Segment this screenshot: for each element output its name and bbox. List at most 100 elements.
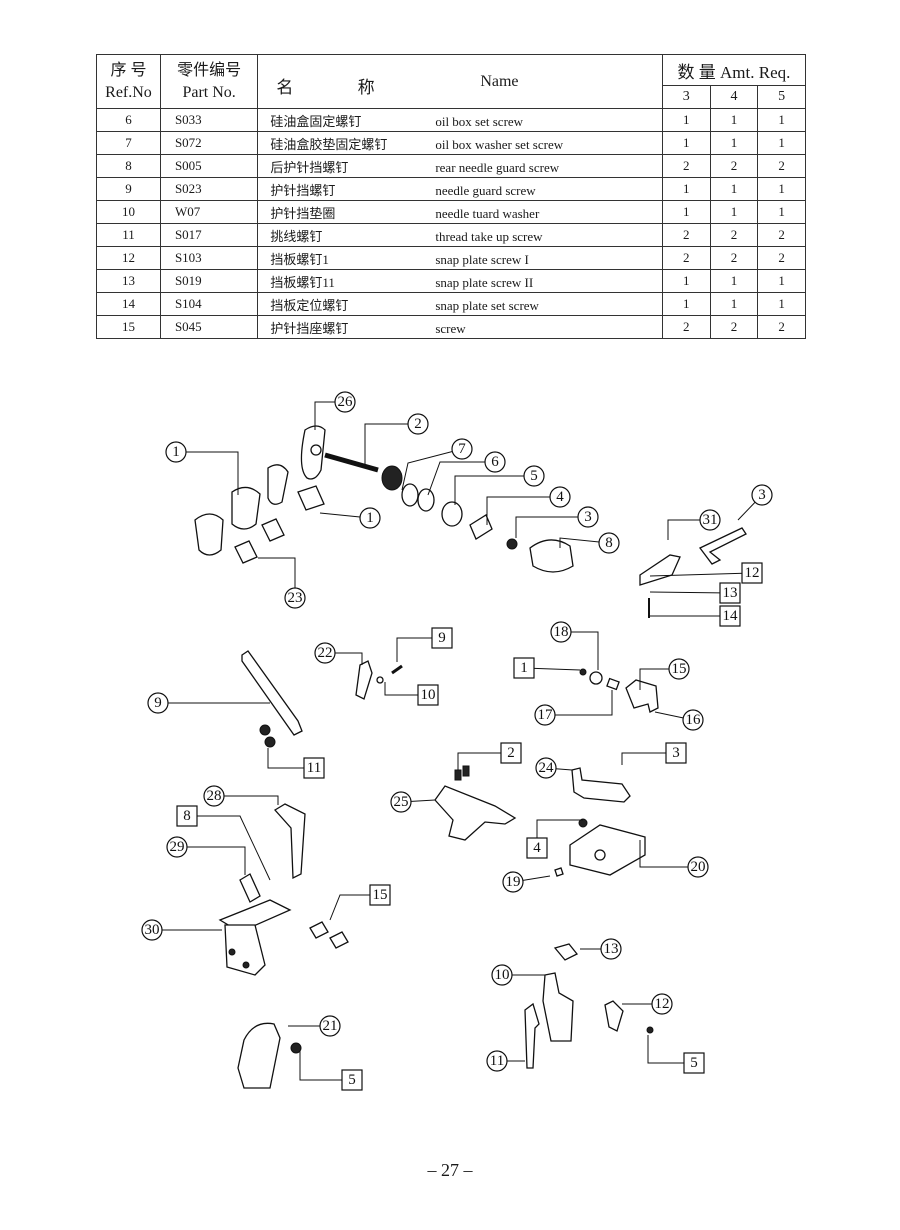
name-en: snap plate screw I: [435, 251, 529, 267]
amt-cell: 2: [661, 246, 711, 270]
name-cn: 后护针挡螺钉: [270, 159, 349, 175]
callout-circle-21: 21: [288, 1015, 341, 1037]
callout-label: 22: [318, 645, 333, 661]
name-en: needle tuard washer: [435, 205, 540, 221]
amt-cell: 1: [709, 200, 759, 224]
leader-line: [258, 557, 296, 598]
callout-label: 5: [530, 468, 538, 484]
callout-marker: [284, 587, 306, 609]
callout-marker: [334, 391, 356, 413]
guard-bracket: [355, 660, 403, 700]
callout-label: 13: [723, 585, 738, 601]
amt-cell: 1: [661, 177, 711, 201]
name-en: oil box set screw: [435, 113, 524, 129]
callout-marker: [165, 441, 187, 463]
leader-line: [649, 591, 731, 594]
callout-label: 5: [690, 1055, 698, 1071]
ref-no-cell: 8: [96, 154, 161, 178]
shaft-assembly: [194, 425, 574, 573]
part-no-cell: S023: [159, 177, 259, 201]
amt-cell: 2: [661, 154, 711, 178]
amt-cell: 2: [757, 246, 806, 270]
callout-marker: [549, 486, 571, 508]
callout-marker: [683, 1052, 705, 1074]
callout-marker: [431, 627, 453, 649]
callout-label: 26: [338, 394, 354, 410]
callout-circle-2: 2: [364, 413, 429, 468]
callout-circle-1: 1: [319, 507, 381, 529]
callout-box-9: 9: [396, 627, 453, 662]
callout-circle-9: 9: [147, 692, 270, 714]
callout-circle-3: 3: [515, 506, 599, 538]
callout-marker: [369, 884, 391, 906]
ref-no-cell: 9: [96, 177, 161, 201]
header-name-cn: 名 称: [276, 78, 405, 97]
part-no-cell: S072: [159, 131, 259, 155]
amt-cell: 2: [757, 223, 806, 247]
callout-marker: [314, 642, 336, 664]
callout-label: 23: [288, 590, 303, 606]
header-part-no: 零件编号 Part No.: [159, 54, 259, 109]
leader-line: [559, 537, 610, 548]
callout-circle-24: 24: [535, 757, 573, 779]
header-ref-en: Ref.No: [105, 83, 152, 101]
name-cn: 挡板螺钉1: [270, 251, 329, 267]
callout-marker: [577, 506, 599, 528]
callout-label: 29: [170, 839, 185, 855]
callout-circle-20: 20: [639, 840, 709, 878]
leader-line: [545, 690, 613, 716]
amt-cell: 2: [709, 154, 759, 178]
leader-line: [299, 1050, 352, 1081]
ref-no-cell: 13: [96, 269, 161, 293]
ref-no-cell: 15: [96, 315, 161, 339]
callout-label: 28: [207, 788, 222, 804]
callout-circle-13: 13: [580, 938, 622, 960]
name-cn: 护针挡螺钉: [270, 182, 336, 198]
callout-marker: [534, 704, 556, 726]
callout-box-4: 4: [526, 819, 583, 859]
callout-marker: [665, 742, 687, 764]
callout-label: 3: [758, 487, 766, 503]
leader-line: [267, 748, 314, 769]
callout-marker: [699, 509, 721, 531]
looper-assembly: [524, 943, 654, 1069]
callout-label: 12: [655, 996, 670, 1012]
callout-circle-3: 3: [737, 484, 773, 521]
header-amount: 数 量 Amt. Req.: [661, 54, 807, 86]
amt-cell: 1: [757, 131, 806, 155]
callout-marker: [486, 1050, 508, 1072]
ref-no-cell: 6: [96, 108, 161, 132]
name-cn: 挑线螺钉: [270, 228, 323, 244]
callout-box-5: 5: [647, 1035, 705, 1074]
amt-cell: 1: [661, 108, 711, 132]
callout-circle-5: 5: [454, 465, 545, 505]
callout-marker: [147, 692, 169, 714]
callout-circle-7: 7: [401, 438, 473, 491]
callout-marker: [513, 657, 535, 679]
leader-line: [214, 795, 279, 805]
callout-label: 2: [507, 745, 515, 761]
callout-circle-18: 18: [550, 621, 599, 670]
callout-marker: [491, 964, 513, 986]
callout-circle-23: 23: [258, 557, 306, 609]
callout-marker: [166, 836, 188, 858]
callout-box-10: 10: [384, 682, 439, 706]
callout-label: 10: [421, 687, 436, 703]
callout-marker: [303, 757, 325, 779]
callout-circle-8: 8: [559, 532, 620, 554]
name-en: oil box washer set screw: [435, 136, 564, 152]
callout-label: 2: [414, 416, 422, 432]
callout-label: 11: [490, 1053, 504, 1069]
header-ref-cn: 序 号: [110, 61, 147, 79]
amt-cell: 2: [709, 246, 759, 270]
callout-marker: [526, 837, 548, 859]
amt-cell: 1: [709, 292, 759, 316]
callout-label: 8: [183, 808, 191, 824]
